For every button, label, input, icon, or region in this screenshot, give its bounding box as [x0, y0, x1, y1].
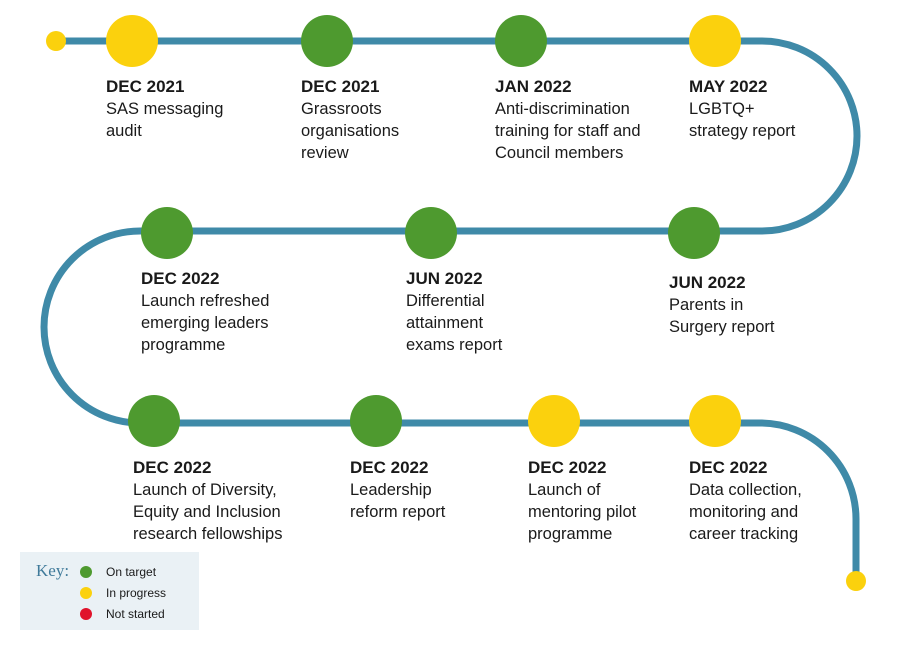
milestone-date: DEC 2021 — [106, 77, 185, 96]
milestone-description-line: review — [301, 144, 349, 162]
milestone-description: Grassroots organisations review — [301, 98, 501, 164]
legend-item-in-progress: In progress — [80, 583, 166, 603]
milestone-date: DEC 2022 — [141, 269, 220, 288]
legend-label: Not started — [106, 607, 165, 621]
milestone-description-line: Data collection, — [689, 481, 802, 499]
milestone-dot-in-progress — [689, 395, 741, 447]
milestone-description: Anti-discrimination training for staff an… — [495, 98, 695, 164]
milestone-description-line: Launch of Diversity, — [133, 481, 277, 499]
milestone-date: DEC 2022 — [350, 458, 429, 477]
milestone-date: DEC 2022 — [528, 458, 607, 477]
milestone-description-line: Anti-discrimination — [495, 100, 630, 118]
milestone-date: JUN 2022 — [406, 269, 483, 288]
legend-dot-on-target — [80, 566, 92, 578]
milestone-description-line: Differential — [406, 292, 485, 310]
milestone-description-line: attainment — [406, 314, 484, 332]
legend: Key: On target In progress Not started — [20, 552, 199, 630]
milestone-dot-in-progress — [689, 15, 741, 67]
milestone-dot-on-target — [405, 207, 457, 259]
milestone-description-line: training for staff and — [495, 122, 641, 140]
milestone-dot-on-target — [668, 207, 720, 259]
milestone-description: Launch of Diversity, Equity and Inclusion… — [133, 479, 333, 545]
milestone-description-line: Launch of — [528, 481, 601, 499]
legend-label: On target — [106, 565, 157, 579]
milestone-description: Launch of mentoring pilot programme — [528, 479, 728, 545]
milestone-date: JUN 2022 — [669, 273, 746, 292]
legend-label: In progress — [106, 586, 167, 600]
milestone-description: SAS messaging audit — [106, 98, 306, 142]
milestone-description-line: Equity and Inclusion — [133, 503, 281, 521]
milestone-dot-in-progress — [106, 15, 158, 67]
milestone-description-line: LGBTQ+ — [689, 100, 755, 118]
legend-dot-not-started — [80, 608, 92, 620]
legend-dot-in-progress — [80, 587, 92, 599]
legend-item-not-started: Not started — [80, 604, 165, 624]
milestone-description-line: audit — [106, 122, 142, 140]
milestone-description-line: research fellowships — [133, 525, 283, 543]
milestone-description-line: emerging leaders — [141, 314, 269, 332]
milestone-description-line: SAS messaging — [106, 100, 224, 118]
milestone-dot-on-target — [128, 395, 180, 447]
milestone-dot-on-target — [301, 15, 353, 67]
milestone-description: Data collection, monitoring and career tra… — [689, 479, 889, 545]
legend-item-on-target: On target — [80, 562, 156, 582]
milestone-dots — [106, 15, 741, 447]
milestone-description-line: career tracking — [689, 525, 799, 543]
road-start-dot — [46, 31, 66, 51]
milestone-description: Leadership reform report — [350, 479, 550, 523]
milestone-description-line: Leadership — [350, 481, 432, 499]
milestone-description: Parents in Surgery report — [669, 294, 869, 338]
milestone-dot-on-target — [495, 15, 547, 67]
milestone-description-line: exams report — [406, 336, 503, 354]
milestone-description-line: programme — [141, 336, 226, 354]
milestone-date: DEC 2022 — [689, 458, 768, 477]
milestone-date: JAN 2022 — [495, 77, 572, 96]
milestone-description-line: Council members — [495, 144, 624, 162]
legend-title: Key: — [36, 561, 70, 580]
milestone-description: Launch refreshed emerging leaders programm… — [141, 290, 341, 356]
milestone-description-line: Launch refreshed — [141, 292, 270, 310]
milestone-description: Differential attainment exams report — [406, 290, 606, 356]
milestone-description-line: Grassroots — [301, 100, 382, 118]
milestone-dot-on-target — [350, 395, 402, 447]
milestone-description-line: reform report — [350, 503, 446, 521]
milestone-date: MAY 2022 — [689, 77, 768, 96]
road-path — [40, 37, 861, 585]
milestone-description-line: strategy report — [689, 122, 796, 140]
milestone-dot-on-target — [141, 207, 193, 259]
milestone-description-line: Parents in — [669, 296, 744, 314]
road-end-dot — [846, 571, 866, 591]
milestone-description: LGBTQ+ strategy report — [689, 98, 889, 142]
milestone-description-line: organisations — [301, 122, 400, 140]
milestone-date: DEC 2021 — [301, 77, 380, 96]
milestone-description-line: monitoring and — [689, 503, 799, 521]
milestone-dot-in-progress — [528, 395, 580, 447]
milestone-date: DEC 2022 — [133, 458, 212, 477]
milestone-description-line: programme — [528, 525, 613, 543]
milestone-description-line: mentoring pilot — [528, 503, 637, 521]
milestone-description-line: Surgery report — [669, 318, 775, 336]
